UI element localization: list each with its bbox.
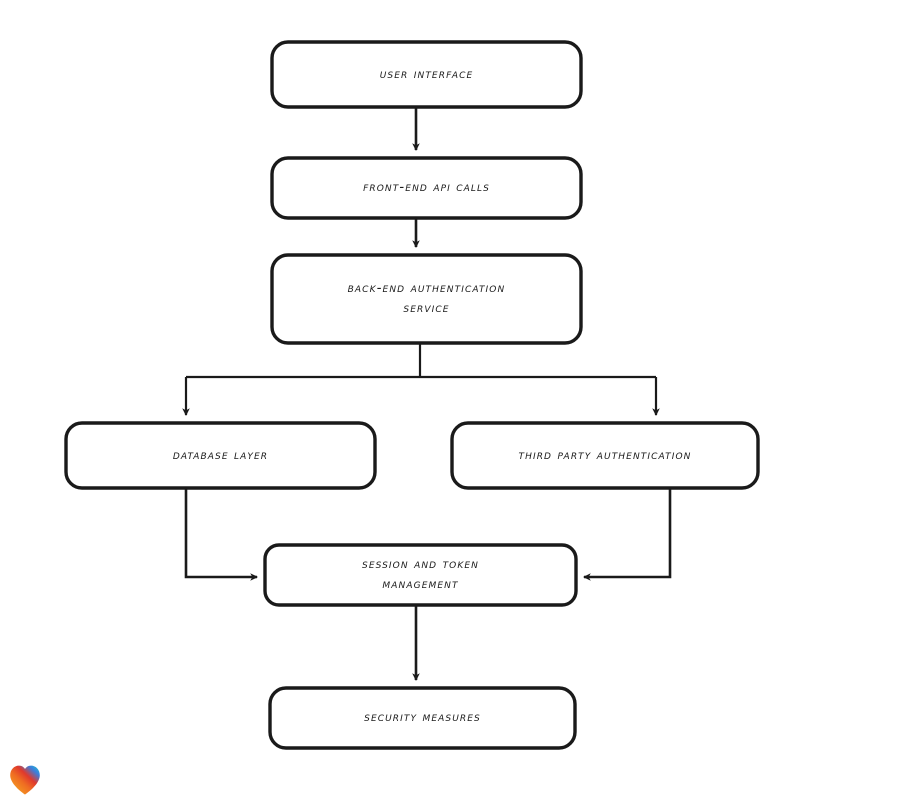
node-front-end-api-calls[interactable]: [270, 156, 583, 220]
node-third-party-authentication[interactable]: [450, 421, 760, 490]
node-user-interface[interactable]: [270, 40, 583, 109]
node-back-end-authentication-service[interactable]: [270, 253, 583, 345]
node-session-and-token-management[interactable]: [263, 543, 578, 607]
edge-database-to-session: [184, 488, 259, 581]
edge-thirdparty-to-session: [582, 488, 672, 581]
node-database-layer[interactable]: [64, 421, 377, 490]
heart-icon: [10, 765, 40, 795]
node-security-measures[interactable]: [268, 686, 577, 750]
